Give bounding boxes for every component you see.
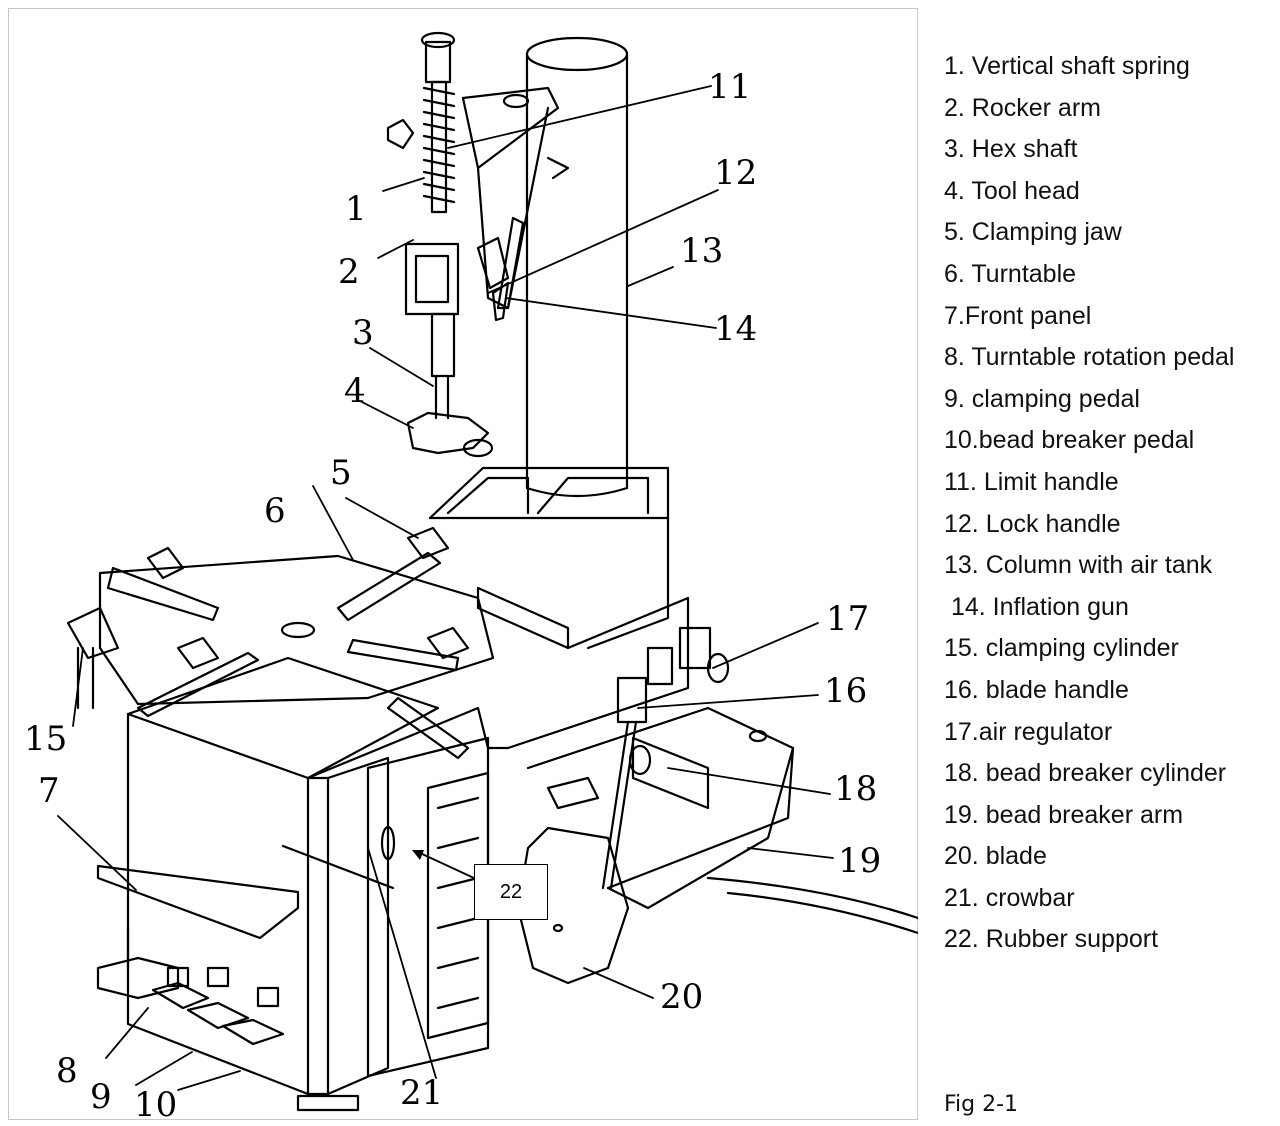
legend-item: 14. Inflation gun	[944, 592, 1129, 621]
legend-item: 16. blade handle	[944, 675, 1129, 704]
callout-6: 6	[264, 491, 286, 531]
callout-11: 11	[708, 67, 752, 107]
diagram-frame	[8, 8, 918, 1120]
tire-changer-drawing	[57, 31, 918, 1112]
callout-22: 22	[499, 880, 523, 903]
legend-item: 18. bead breaker cylinder	[944, 759, 1227, 788]
callout-17: 17	[826, 599, 870, 639]
callout-22-box: 22	[474, 864, 548, 920]
legend-item: 12. Lock handle	[944, 509, 1121, 538]
legend-item: 5. Clamping jaw	[944, 218, 1122, 247]
legend-item: 17.air regulator	[944, 717, 1113, 746]
legend-item: 6. Turntable	[944, 259, 1077, 288]
pedals	[96, 956, 285, 1046]
legend-item: 22. Rubber support	[944, 925, 1159, 954]
callout-21: 21	[400, 1073, 444, 1113]
callout-18: 18	[834, 769, 878, 809]
callout-12: 12	[714, 153, 758, 193]
legend-item: 21. crowbar	[944, 883, 1075, 912]
legend-item: 4. Tool head	[944, 176, 1080, 205]
legend-item: 13. Column with air tank	[944, 551, 1213, 580]
turntable	[66, 526, 495, 760]
vertical-shaft	[386, 31, 494, 458]
callout-10: 10	[134, 1085, 178, 1125]
callout-4: 4	[344, 371, 366, 411]
callout-15: 15	[24, 719, 68, 759]
callout-8: 8	[56, 1051, 78, 1091]
callout-20: 20	[660, 977, 704, 1017]
legend-item: 1. Vertical shaft spring	[944, 52, 1190, 80]
legend-item: 19. bead breaker arm	[944, 800, 1184, 829]
callout-2: 2	[338, 252, 360, 292]
air-regulator	[601, 626, 730, 890]
callout-7: 7	[38, 771, 60, 811]
callout-1: 1	[345, 189, 367, 229]
machine-diagram: 1 2 3 4 5 6 7 8 9 10 11 12 13 14 15 16 1…	[8, 8, 918, 1125]
callout-19: 19	[838, 841, 882, 881]
legend-item: 15. clamping cylinder	[944, 634, 1179, 663]
legend-item: 9. clamping pedal	[944, 384, 1140, 413]
legend-item: 20. blade	[944, 842, 1047, 871]
legend-item: 10.bead breaker pedal	[944, 426, 1195, 455]
callout-3: 3	[352, 313, 374, 353]
bead-breaker	[526, 706, 918, 935]
callout-9: 9	[90, 1077, 112, 1117]
legend-item: 8. Turntable rotation pedal	[944, 343, 1235, 372]
blade	[516, 826, 630, 985]
callout-5: 5	[330, 453, 352, 493]
legend-item: 3. Hex shaft	[944, 135, 1078, 164]
callout-13: 13	[680, 231, 724, 271]
callout-16: 16	[824, 671, 868, 711]
crowbar	[281, 844, 395, 890]
cabinet	[126, 466, 690, 1112]
callout-14: 14	[714, 309, 758, 349]
parts-legend: 1. Vertical shaft spring 2. Rocker arm 3…	[944, 46, 1280, 961]
upper-arm	[461, 86, 570, 310]
figure-caption: Fig 2-1	[944, 1092, 1019, 1117]
legend-item: 11. Limit handle	[944, 467, 1119, 496]
column	[525, 36, 629, 498]
legend-item: 2. Rocker arm	[944, 93, 1101, 122]
legend-item: 7.Front panel	[944, 301, 1092, 330]
leader-lines	[57, 85, 834, 1091]
